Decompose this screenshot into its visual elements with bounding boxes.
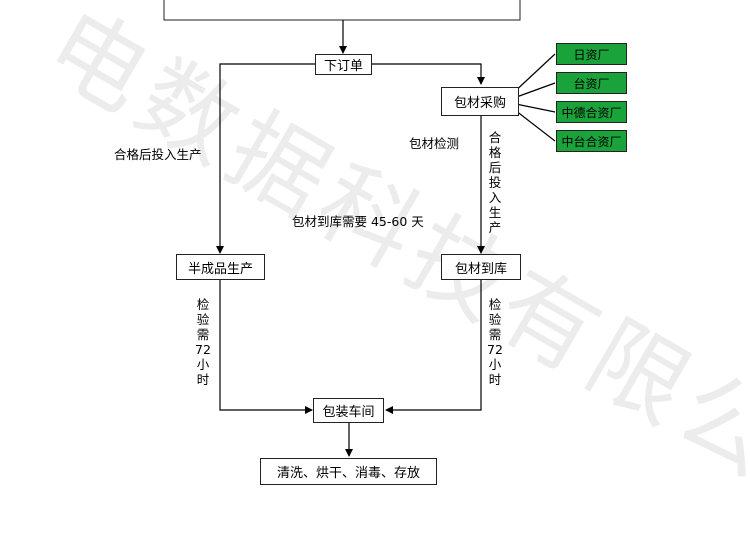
supplier-sino-german: 中德合资厂 <box>556 101 627 123</box>
arrow-arrival-to-packaging <box>385 280 482 414</box>
node-order: 下订单 <box>315 54 372 75</box>
arrow-semi-to-packaging <box>219 280 313 414</box>
supplier-japanese: 日资厂 <box>556 43 627 65</box>
top-box <box>163 0 521 21</box>
label-check-right: 检验需72小时 <box>487 297 503 387</box>
supplier-sino-taiwanese: 中台合资厂 <box>556 130 627 152</box>
node-arrival: 包材到库 <box>441 254 521 280</box>
node-semi-production: 半成品生产 <box>176 254 265 280</box>
arrow-order-to-purchase <box>372 63 485 85</box>
label-qualified-right: 合格后投入生产 <box>488 130 502 235</box>
label-qualified-left: 合格后投入生产 <box>114 147 202 162</box>
node-packaging: 包装车间 <box>313 398 384 423</box>
arrow-order-to-semi <box>216 63 315 254</box>
connector-layer <box>163 0 556 457</box>
node-final: 清洗、烘干、消毒、存放 <box>260 458 437 485</box>
label-check-left: 检验需72小时 <box>195 297 211 387</box>
supplier-taiwanese: 台资厂 <box>556 72 627 94</box>
node-purchase: 包材采购 <box>441 87 519 116</box>
label-lead-time: 包材到库需要 45-60 天 <box>292 214 424 229</box>
label-inspection: 包材检测 <box>409 136 460 151</box>
flowchart: 电数据科技有限公司 下订单 包材采购 日资厂 台资厂 中德合资厂 中台合资厂 半… <box>29 0 750 553</box>
